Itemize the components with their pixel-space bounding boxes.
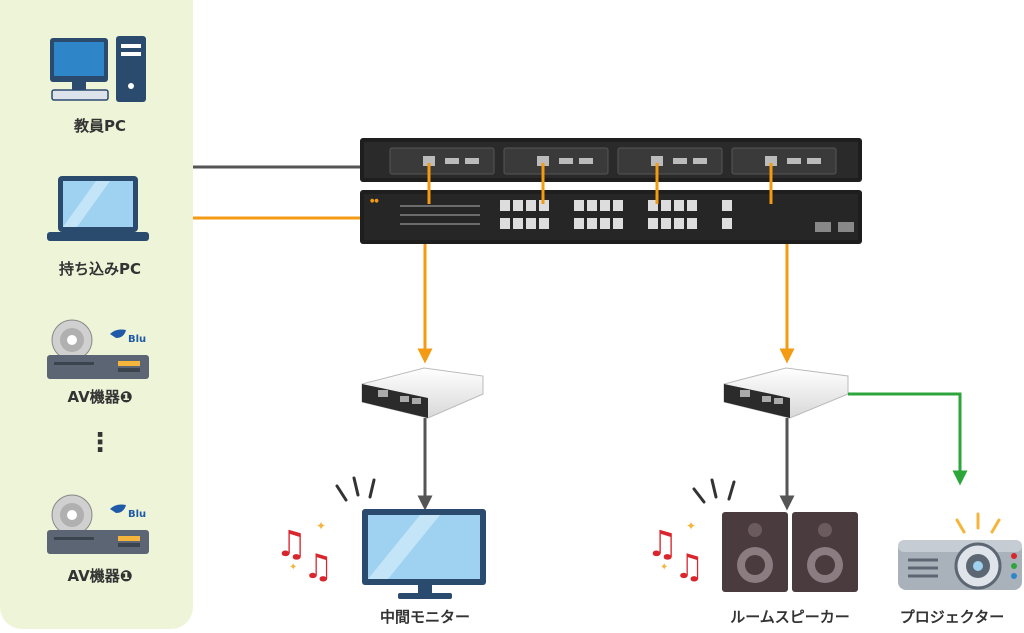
svg-text:♫: ♫ — [646, 524, 678, 565]
label-av-device-2: AV機器❶ — [67, 567, 133, 585]
svg-text:Blu: Blu — [128, 334, 146, 345]
encoder-rack — [360, 138, 862, 182]
rack-switch-links — [427, 163, 773, 204]
sound-emphasis-monitor — [335, 476, 376, 502]
network-switch-icon: ●● — [360, 190, 862, 244]
music-note-icon-speaker: ♫ ♫ ✦ ✦ — [646, 519, 704, 587]
svg-text:♫: ♫ — [674, 547, 704, 587]
speaker-icon — [722, 512, 858, 592]
svg-text:✦: ✦ — [686, 519, 696, 533]
projector-light-rays — [955, 512, 1001, 534]
music-note-icon-monitor: ♫ ♫ ✦ ✦ — [275, 519, 333, 587]
laptop-icon — [47, 176, 149, 241]
encoder-box-icon-right — [723, 367, 849, 419]
encoder-box-icon-left — [361, 367, 484, 419]
cable-to-projector — [848, 392, 968, 486]
svg-text:✦: ✦ — [289, 562, 297, 573]
label-teacher-pc: 教員PC — [73, 117, 126, 135]
projector-icon — [898, 540, 1022, 590]
ellipsis-indicator: ⋮ — [87, 428, 113, 458]
monitor-icon — [362, 509, 486, 599]
label-projector: プロジェクター — [899, 608, 1005, 626]
sound-emphasis-speaker — [692, 478, 736, 504]
svg-text:●●: ●● — [370, 198, 379, 204]
label-monitor: 中間モニター — [379, 608, 470, 626]
bluray-player-icon-1: Blu — [47, 319, 149, 379]
source-panel — [0, 0, 193, 629]
label-laptop-pc: 持ち込みPC — [58, 260, 141, 278]
bluray-player-icon-2: Blu — [47, 494, 149, 554]
svg-text:Blu: Blu — [128, 509, 146, 520]
desktop-pc-icon — [50, 36, 146, 102]
svg-text:✦: ✦ — [316, 519, 326, 533]
label-av-device-1: AV機器❶ — [67, 388, 133, 406]
svg-text:♫: ♫ — [275, 524, 307, 565]
svg-text:♫: ♫ — [303, 547, 333, 587]
label-speaker: ルームスピーカー — [730, 608, 850, 626]
svg-text:✦: ✦ — [660, 562, 668, 573]
